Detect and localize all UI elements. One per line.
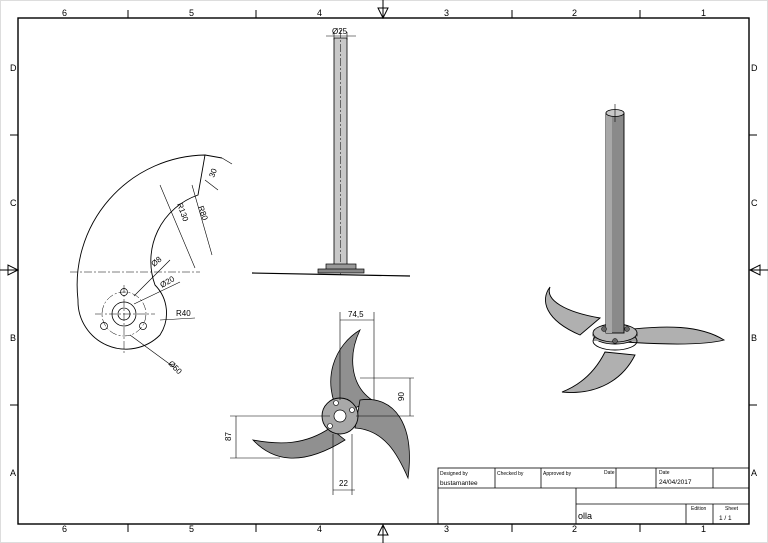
zone-col-3-bottom: 3 bbox=[444, 524, 449, 534]
dim-hole-diameter: Ø8 bbox=[150, 254, 164, 268]
zone-row-a: A bbox=[10, 468, 16, 478]
tb-sheet-label: Sheet bbox=[725, 506, 739, 512]
dim-bolt-circle: Ø50 bbox=[167, 359, 184, 376]
dim-overall-height: 87 bbox=[224, 432, 233, 441]
tb-designer: bustamantee bbox=[440, 480, 478, 487]
zone-col-4-bottom: 4 bbox=[317, 524, 322, 534]
zone-row-d-right: D bbox=[751, 63, 758, 73]
dim-hub-radius: R40 bbox=[176, 309, 191, 318]
zone-col-2-bottom: 2 bbox=[572, 524, 577, 534]
zone-row-a-right: A bbox=[751, 468, 757, 478]
zone-labels: 6 5 4 3 2 1 6 5 4 3 2 1 D C B A D C B A bbox=[10, 8, 758, 534]
impeller-top-view bbox=[230, 312, 414, 495]
zone-col-6-bottom: 6 bbox=[62, 524, 67, 534]
title-block bbox=[437, 467, 750, 525]
zone-col-3: 3 bbox=[444, 8, 449, 18]
tb-edition-label: Edition bbox=[691, 506, 707, 512]
dim-blade-width: 30 bbox=[207, 167, 219, 179]
tb-date-value: 24/04/2017 bbox=[659, 479, 692, 486]
drawing-frame bbox=[17, 17, 750, 525]
zone-col-1-bottom: 1 bbox=[701, 524, 706, 534]
shaft-front-view bbox=[251, 30, 411, 277]
zone-col-1: 1 bbox=[701, 8, 706, 18]
dim-hub-width: 22 bbox=[339, 479, 348, 488]
zone-row-b-right: B bbox=[751, 333, 757, 343]
dim-hub-bore: Ø20 bbox=[159, 274, 177, 290]
dim-inner-radius: R80 bbox=[196, 205, 210, 222]
dim-horizontal-offset: 74,5 bbox=[348, 310, 364, 319]
dim-shaft-diameter: Ø25 bbox=[332, 27, 348, 36]
dim-vertical-offset: 90 bbox=[397, 392, 406, 401]
zone-col-6: 6 bbox=[62, 8, 67, 18]
tb-approved-by-label: Approved by bbox=[543, 471, 572, 477]
zone-ticks bbox=[10, 10, 757, 532]
tb-date-label: Date bbox=[604, 470, 615, 476]
zone-row-b: B bbox=[10, 333, 16, 343]
dim-outer-radius: R130 bbox=[175, 202, 190, 224]
zone-col-5-bottom: 5 bbox=[189, 524, 194, 534]
tb-date2-label: Date bbox=[659, 470, 670, 476]
tb-checked-by-label: Checked by bbox=[497, 471, 524, 477]
tb-sheet-value: 1 / 1 bbox=[719, 515, 732, 522]
zone-col-5: 5 bbox=[189, 8, 194, 18]
blade-detail-view bbox=[70, 154, 233, 369]
impeller-isometric-view bbox=[545, 104, 726, 393]
zone-row-c-right: C bbox=[751, 198, 758, 208]
zone-row-c: C bbox=[10, 198, 17, 208]
zone-row-d: D bbox=[10, 63, 17, 73]
tb-designed-by-label: Designed by bbox=[440, 471, 468, 477]
zone-col-2: 2 bbox=[572, 8, 577, 18]
zone-col-4: 4 bbox=[317, 8, 322, 18]
tb-title: olla bbox=[578, 511, 592, 521]
